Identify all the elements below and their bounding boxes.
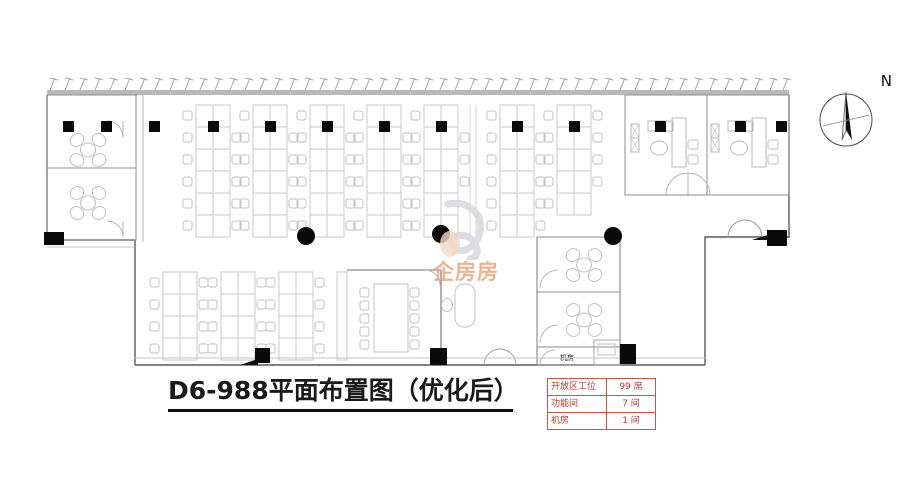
legend-number: 7 bbox=[622, 399, 628, 409]
desk-cluster bbox=[336, 271, 348, 361]
round-column bbox=[604, 227, 622, 245]
table-row: 机房 1 间 bbox=[547, 412, 656, 430]
round-column bbox=[432, 225, 450, 243]
square-column bbox=[430, 348, 447, 365]
table-row: 开放区工位 99 席 bbox=[547, 378, 656, 396]
square-column bbox=[265, 121, 276, 132]
legend-number: 99 bbox=[619, 382, 631, 392]
square-column bbox=[436, 121, 447, 132]
square-column bbox=[63, 121, 74, 132]
square-column bbox=[101, 121, 112, 132]
legend-table: 开放区工位 99 席 功能间 7 间 机房 1 间 bbox=[547, 378, 656, 430]
square-column bbox=[44, 232, 64, 245]
legend-number: 1 bbox=[622, 416, 628, 426]
compass-rose: N bbox=[818, 72, 892, 158]
legend-value: 7 间 bbox=[606, 395, 656, 413]
legend-key: 功能间 bbox=[547, 395, 607, 413]
legend-key: 开放区工位 bbox=[547, 378, 607, 396]
title-block: D6-988平面布置图（优化后） bbox=[168, 376, 548, 413]
desk-cluster bbox=[265, 271, 325, 361]
structural-columns bbox=[44, 121, 787, 365]
desk-cluster bbox=[149, 271, 209, 361]
small-office bbox=[440, 270, 476, 352]
open-desk-zone-upper bbox=[182, 104, 603, 238]
conference-room bbox=[346, 269, 441, 353]
legend-body: 开放区工位 99 席 功能间 7 间 机房 1 间 bbox=[547, 378, 656, 430]
legend-key: 机房 bbox=[547, 412, 607, 430]
page-title: D6-988平面布置图（优化后） bbox=[168, 376, 519, 405]
legend-unit: 间 bbox=[630, 416, 640, 426]
square-column bbox=[208, 121, 219, 132]
legend-value: 99 席 bbox=[606, 378, 656, 396]
meeting-room-nw-lower bbox=[46, 167, 137, 241]
open-desk-zone-lower bbox=[149, 271, 348, 361]
square-column bbox=[379, 121, 390, 132]
square-column bbox=[569, 121, 580, 132]
square-column bbox=[655, 121, 666, 132]
desk-cluster bbox=[207, 271, 267, 361]
title-underline bbox=[168, 409, 513, 413]
square-column bbox=[149, 121, 160, 132]
compass-rose-icon bbox=[819, 91, 873, 147]
legend-unit: 间 bbox=[630, 399, 640, 409]
square-column bbox=[620, 344, 636, 364]
server-room: 机房 bbox=[536, 339, 621, 366]
legend-unit: 席 bbox=[633, 382, 643, 392]
square-column bbox=[255, 348, 270, 363]
compass-north-label: N bbox=[880, 72, 892, 90]
square-column bbox=[735, 121, 746, 132]
square-column bbox=[322, 121, 333, 132]
entrance-doors bbox=[240, 219, 774, 366]
meeting-room-nw-upper bbox=[46, 94, 137, 170]
legend-value: 1 间 bbox=[606, 412, 656, 430]
desk-cluster bbox=[486, 104, 546, 238]
table-row: 功能间 7 间 bbox=[547, 395, 656, 413]
desk-cluster bbox=[353, 104, 413, 238]
square-column bbox=[512, 121, 523, 132]
desk-cluster bbox=[239, 104, 299, 238]
meeting-rooms-se bbox=[536, 236, 621, 348]
curtain-wall-north bbox=[47, 77, 792, 95]
square-column bbox=[776, 121, 787, 132]
executive-offices-ne bbox=[624, 94, 790, 196]
round-column bbox=[297, 227, 315, 245]
square-column bbox=[767, 230, 787, 246]
